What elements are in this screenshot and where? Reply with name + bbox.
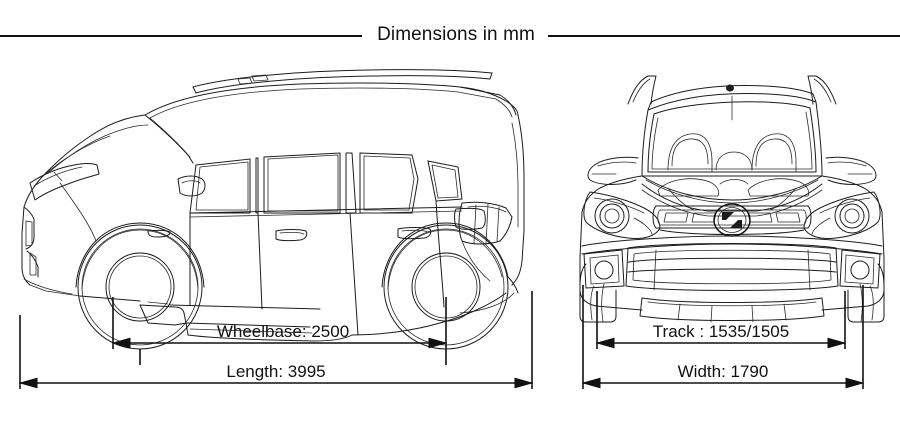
side-view-dimension-lines bbox=[18, 291, 534, 389]
page-title: Dimensions in mm bbox=[377, 24, 535, 45]
front-view-dimension-lines bbox=[581, 285, 865, 389]
header-rule-right bbox=[548, 35, 900, 37]
front-view-drawing bbox=[579, 75, 885, 323]
header-rule-left bbox=[0, 35, 362, 37]
length-label: Length: 3995 bbox=[226, 362, 326, 381]
track-label: Track : 1535/1505 bbox=[652, 322, 790, 341]
side-view-drawing bbox=[21, 69, 525, 365]
width-label: Width: 1790 bbox=[677, 362, 769, 381]
wheelbase-label: Wheelbase: 2500 bbox=[216, 322, 350, 341]
